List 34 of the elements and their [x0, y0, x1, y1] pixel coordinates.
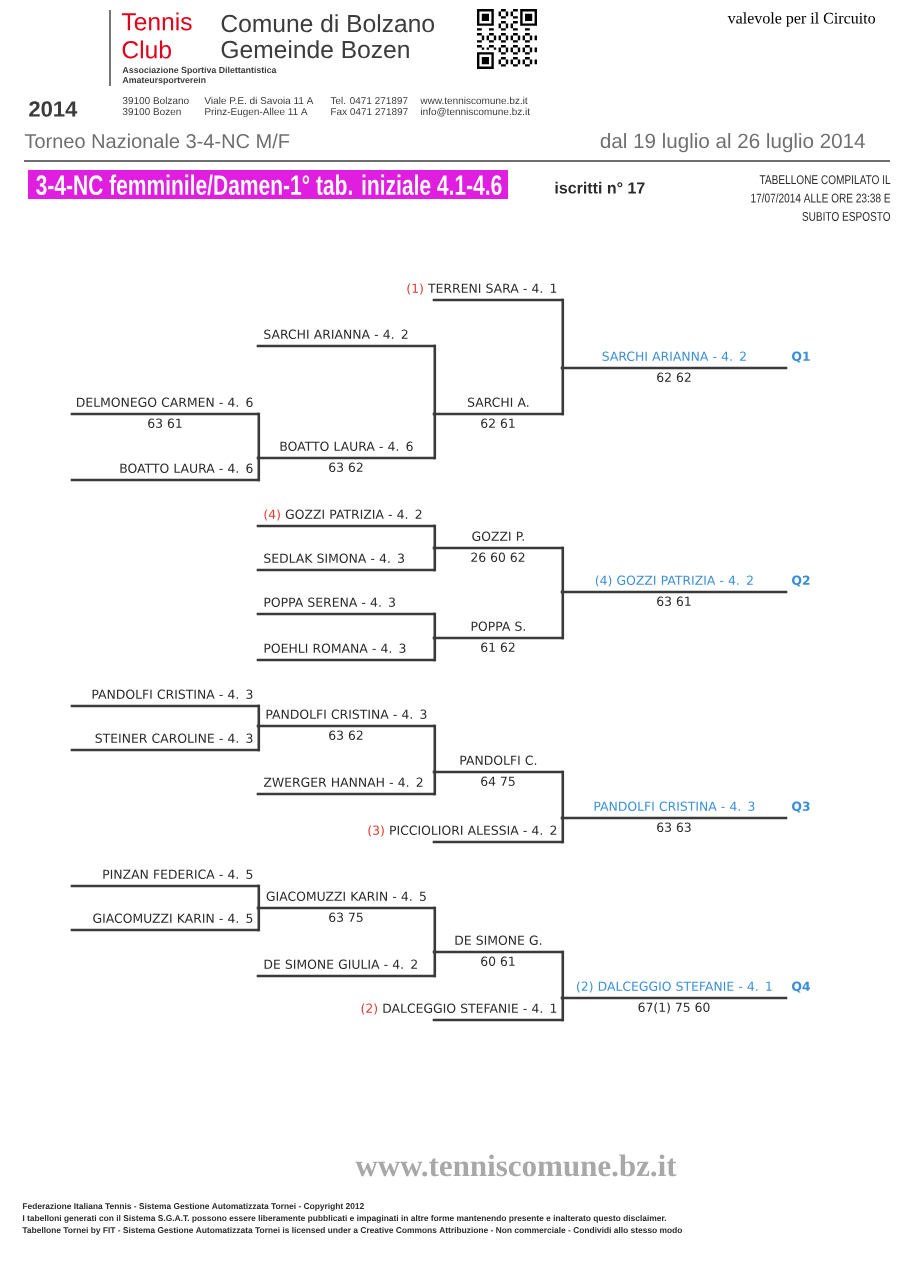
club-name: Gemeinde Bozen: [221, 40, 409, 59]
bracket-line: [257, 884, 261, 910]
circuit-note: valevole per il Circuito: [727, 12, 876, 27]
bracket-line: [561, 298, 565, 370]
bracket-line: [433, 636, 437, 662]
bracket-line: [561, 590, 565, 640]
club-name: Tennis Club: [121, 12, 192, 59]
bracket-line: [257, 906, 261, 932]
bracket-line: [561, 996, 565, 1022]
year: 2014: [29, 101, 78, 117]
bracket-line: [433, 950, 437, 978]
tournament-name: Torneo Nazionale 3-4-NC M/F: [24, 133, 290, 149]
bracket-line: [257, 412, 261, 460]
bracket-line: [433, 770, 437, 796]
entrants-count: iscritti n° 17: [555, 181, 645, 194]
bracket-line: [561, 950, 565, 1000]
bracket-line: [561, 366, 565, 416]
bracket-line: [561, 816, 565, 844]
bracket-line: [433, 524, 437, 550]
bracket-line: [433, 344, 437, 416]
web-address: www.tenniscomune.bz.it: [355, 1154, 677, 1177]
title-band: 3-4-NC femminile/Damen-1° tab. iniziale 4.1-4.6: [28, 170, 508, 199]
date-range: dal 19 luglio al 26 luglio 2014: [600, 133, 865, 153]
bracket-line: [257, 724, 261, 752]
bracket-line: [257, 456, 261, 482]
bracket-line: [433, 412, 437, 460]
bracket-line: [433, 612, 437, 640]
bracket-line: [433, 546, 437, 572]
bracket-line: [561, 770, 565, 820]
bracket-line: [433, 906, 437, 954]
bracket-line: [433, 724, 437, 774]
club-name: Comune di Bolzano: [221, 14, 434, 33]
bracket-line: [257, 704, 261, 728]
bracket-line: [561, 546, 565, 594]
